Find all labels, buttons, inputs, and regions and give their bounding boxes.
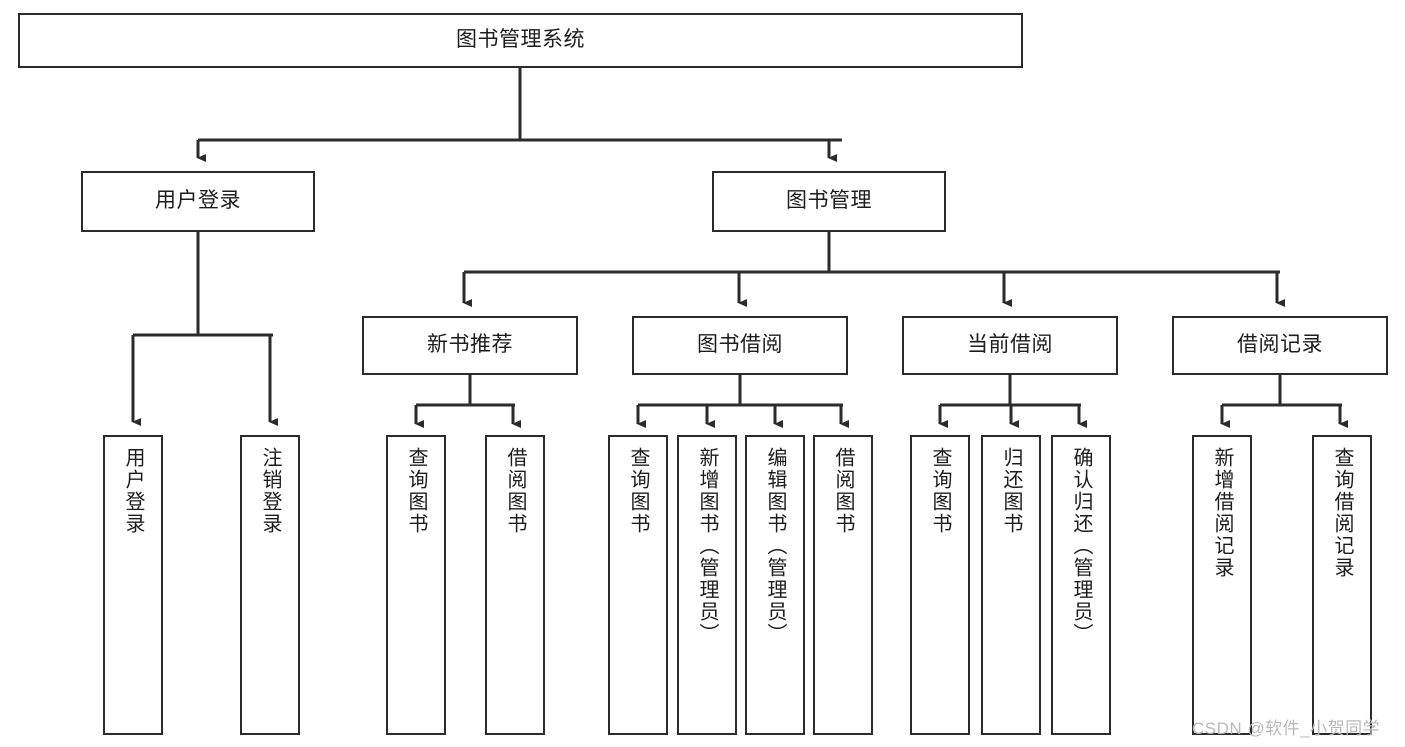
node-leaf-return-book-label: 归还图书 xyxy=(1000,447,1022,535)
node-new-book-recommend-label: 新书推荐 xyxy=(427,333,513,357)
node-leaf-query-book-2[interactable]: 查询图书 xyxy=(608,435,668,735)
node-leaf-borrow-book-1-label: 借阅图书 xyxy=(504,447,526,535)
node-leaf-query-borrow-record[interactable]: 查询借阅记录 xyxy=(1312,435,1372,735)
node-leaf-edit-book[interactable]: 编辑图书（管理员） xyxy=(745,435,805,735)
node-leaf-query-book-1-label: 查询图书 xyxy=(405,447,427,535)
node-leaf-user-login-label: 用户登录 xyxy=(122,447,144,535)
node-leaf-edit-book-label: 编辑图书（管理员） xyxy=(764,447,786,645)
node-leaf-add-book[interactable]: 新增图书（管理员） xyxy=(677,435,737,735)
node-book-management-label: 图书管理 xyxy=(786,189,872,213)
node-user-login[interactable]: 用户登录 xyxy=(81,171,315,232)
node-leaf-return-book[interactable]: 归还图书 xyxy=(981,435,1041,735)
node-leaf-confirm-return[interactable]: 确认归还（管理员） xyxy=(1051,435,1111,735)
node-leaf-logout-login-label: 注销登录 xyxy=(259,447,281,535)
node-borrow-record-label: 借阅记录 xyxy=(1237,333,1323,357)
node-leaf-borrow-book-2-label: 借阅图书 xyxy=(832,447,854,535)
node-root-label: 图书管理系统 xyxy=(456,28,585,52)
node-leaf-query-book-3-label: 查询图书 xyxy=(929,447,951,535)
node-borrow-record[interactable]: 借阅记录 xyxy=(1172,316,1388,375)
node-root[interactable]: 图书管理系统 xyxy=(18,13,1023,68)
csdn-watermark: CSDN @软件_小贺同学 xyxy=(1192,719,1381,738)
node-new-book-recommend[interactable]: 新书推荐 xyxy=(362,316,578,375)
node-leaf-borrow-book-1[interactable]: 借阅图书 xyxy=(485,435,545,735)
node-leaf-query-book-3[interactable]: 查询图书 xyxy=(910,435,970,735)
node-leaf-add-book-label: 新增图书（管理员） xyxy=(696,447,718,645)
node-leaf-add-borrow-record-label: 新增借阅记录 xyxy=(1211,447,1233,579)
node-book-borrow[interactable]: 图书借阅 xyxy=(632,316,848,375)
node-leaf-query-book-1[interactable]: 查询图书 xyxy=(386,435,446,735)
node-current-borrow-label: 当前借阅 xyxy=(967,333,1053,357)
node-leaf-user-login[interactable]: 用户登录 xyxy=(103,435,163,735)
node-book-management[interactable]: 图书管理 xyxy=(712,171,946,232)
node-leaf-borrow-book-2[interactable]: 借阅图书 xyxy=(813,435,873,735)
node-current-borrow[interactable]: 当前借阅 xyxy=(902,316,1118,375)
node-user-login-label: 用户登录 xyxy=(155,189,241,213)
node-leaf-logout-login[interactable]: 注销登录 xyxy=(240,435,300,735)
node-book-borrow-label: 图书借阅 xyxy=(697,333,783,357)
node-leaf-confirm-return-label: 确认归还（管理员） xyxy=(1070,447,1092,645)
node-leaf-add-borrow-record[interactable]: 新增借阅记录 xyxy=(1192,435,1252,735)
node-leaf-query-book-2-label: 查询图书 xyxy=(627,447,649,535)
node-leaf-query-borrow-record-label: 查询借阅记录 xyxy=(1331,447,1353,579)
